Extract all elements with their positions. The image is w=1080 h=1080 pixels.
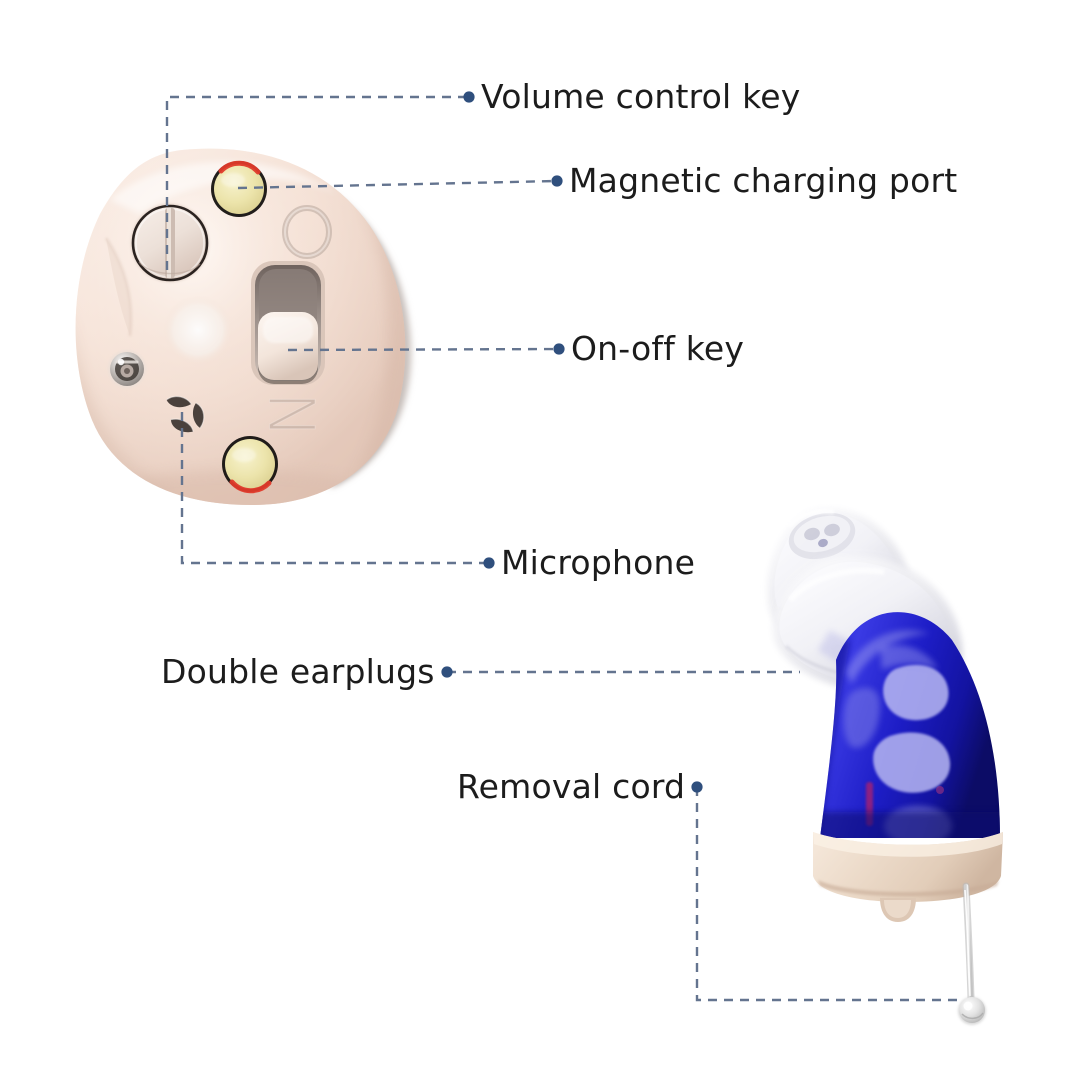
leader-line-magnetic-charging-port <box>237 179 558 190</box>
leader-dot-double-earplugs <box>441 666 453 678</box>
leader-line-volume-control-key <box>165 95 469 270</box>
callout-microphone[interactable]: Microphone <box>501 542 696 582</box>
callout-on-off-key[interactable]: On-off key <box>571 328 745 368</box>
hearing-aid-earpiece <box>767 508 1003 1025</box>
callout-volume-control-key[interactable]: Volume control key <box>481 76 801 116</box>
callout-removal-cord[interactable]: Removal cord <box>457 766 686 806</box>
volume-control-dial[interactable] <box>131 204 209 282</box>
magnetic-charging-pad-bottom[interactable] <box>222 436 278 494</box>
leader-line-on-off-key <box>287 347 560 352</box>
leader-dot-removal-cord <box>691 781 703 793</box>
marking-o-icon <box>282 205 332 259</box>
leader-dot-microphone <box>483 557 495 569</box>
leader-line-microphone <box>180 412 489 565</box>
removal-cord <box>958 882 986 1025</box>
leader-dot-volume-control-key <box>463 91 475 103</box>
faceplate-crescent-groove <box>104 237 133 337</box>
magnetic-charging-pad-top[interactable] <box>211 160 267 217</box>
microphone-vent-icon <box>166 395 205 433</box>
callout-double-earplugs[interactable]: Double earplugs <box>161 651 435 691</box>
leader-dot-magnetic-charging-port <box>551 175 563 187</box>
on-off-slide-switch[interactable] <box>251 261 325 385</box>
leader-dot-on-off-key <box>553 343 565 355</box>
leader-line-removal-cord <box>695 787 960 1002</box>
programming-port[interactable] <box>108 350 146 388</box>
faceplate-light-dot <box>163 295 233 365</box>
svg-text:N: N <box>257 390 330 436</box>
beige-base-ring <box>813 832 1003 922</box>
marking-n-icon: N <box>257 389 331 436</box>
callout-magnetic-charging-port[interactable]: Magnetic charging port <box>569 160 958 200</box>
